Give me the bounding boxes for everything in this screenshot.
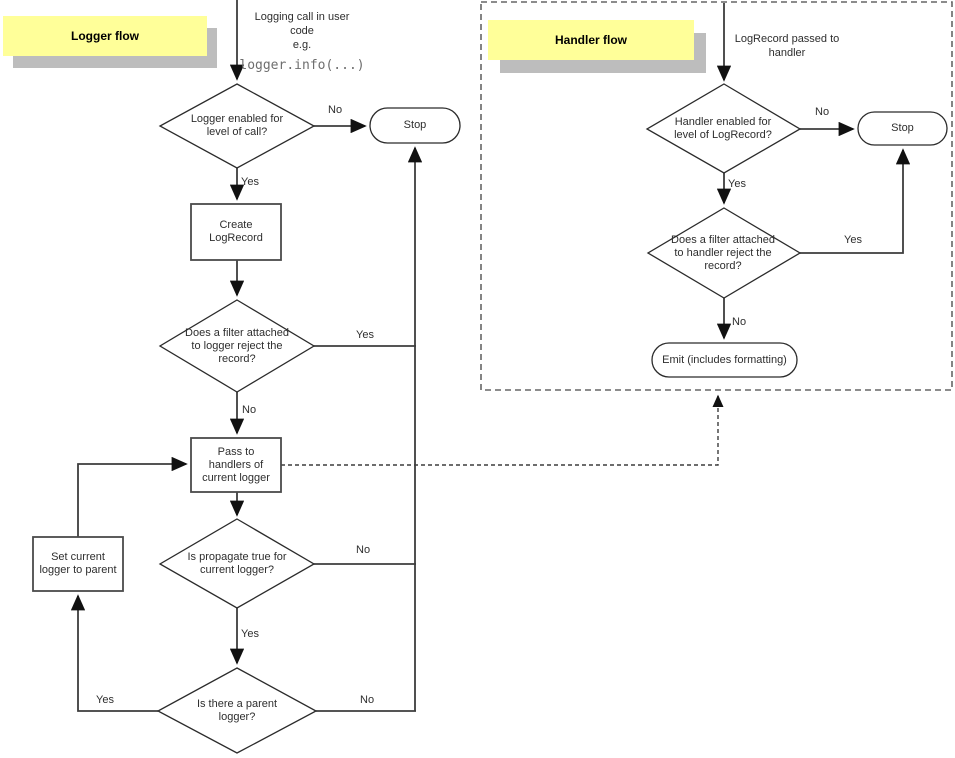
handler-flow-title: Handler flow	[554, 33, 627, 47]
pass-to-handlers-label: Pass to handlers of current logger	[202, 445, 270, 484]
handler-stop-label: Stop	[891, 122, 914, 134]
edge-label-parent-no: No	[360, 694, 375, 706]
handler-start-note: LogRecord passed to handler	[734, 33, 840, 59]
logger-start-code: logger.info(...)	[239, 58, 365, 73]
edge-label-hfilter-yes: Yes	[844, 234, 862, 246]
edge-setparent-to-pass	[77, 456, 188, 537]
emit-terminal	[651, 342, 798, 378]
parent-logger-label: Is there a parent logger?	[196, 698, 278, 723]
edge-label-filter-yes: Yes	[356, 329, 374, 341]
parent-logger-diamond	[156, 667, 318, 754]
handler-flow-title-card	[488, 20, 694, 60]
edge-parent-yes-to-setparent	[70, 594, 158, 712]
edge-label-henabled-no: No	[815, 106, 830, 118]
propagate-label: Is propagate true for current logger?	[187, 551, 287, 576]
handler-enabled-label: Handler enabled for level of LogRecord?	[674, 116, 772, 141]
handler-stop-terminal	[857, 111, 948, 146]
handler-filter-diamond	[646, 207, 802, 299]
edge-label-henabled-yes: Yes	[728, 178, 746, 190]
logger-enabled-diamond	[158, 83, 316, 169]
edge-label-enabled-no: No	[328, 104, 343, 116]
edge-label-filter-no: No	[242, 404, 257, 416]
propagate-diamond	[158, 518, 316, 609]
logger-stop-label: Stop	[403, 119, 427, 131]
edge-pass-to-handler-flow-dashed	[281, 394, 724, 466]
handler-enabled-diamond	[645, 83, 802, 174]
create-logrecord-label: Create LogRecord	[209, 219, 263, 244]
emit-label: Emit (includes formatting)	[662, 353, 787, 366]
edge-label-parent-yes: Yes	[96, 694, 114, 706]
pass-to-handlers-box	[190, 437, 282, 493]
handler-filter-label: Does a filter attached to handler reject…	[671, 233, 775, 272]
create-logrecord-box	[190, 203, 282, 261]
logger-start-note: Logging call in user code e.g.	[254, 11, 350, 51]
logger-flow-title-card	[3, 16, 207, 56]
edge-label-hfilter-no: No	[732, 316, 747, 328]
handler-flow-panel-border	[480, 1, 953, 391]
logger-filter-diamond	[158, 299, 316, 393]
set-current-logger-box	[32, 536, 124, 592]
logger-enabled-label: Logger enabled for level of call?	[190, 113, 284, 138]
set-current-logger-label: Set current logger to parent	[39, 551, 117, 576]
logger-flow-title: Logger flow	[71, 29, 139, 43]
logger-stop-terminal	[369, 107, 461, 144]
edge-label-propagate-yes: Yes	[241, 628, 259, 640]
edge-label-enabled-yes: Yes	[241, 176, 259, 188]
edge-hfilter-yes-to-hstop	[800, 148, 911, 254]
edge-label-propagate-no: No	[356, 544, 371, 556]
logger-filter-label: Does a filter attached to logger reject …	[185, 326, 289, 365]
